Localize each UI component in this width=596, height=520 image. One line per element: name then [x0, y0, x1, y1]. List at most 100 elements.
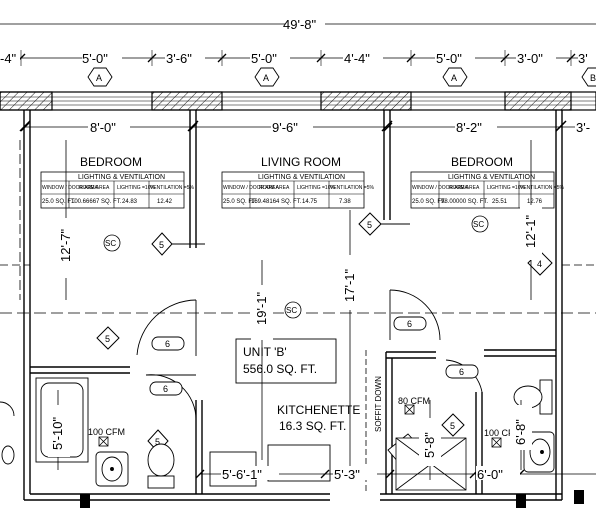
vertical-dim-6: 5'-8": [422, 432, 437, 458]
vertical-dim-4: 12'-1": [523, 214, 538, 248]
room-width-dimensions: 8'-0" 9'-6" 8'-2" 3'-: [20, 119, 596, 135]
window-tags: [87, 67, 596, 87]
lv-table-living-room: LIGHTING & VENTILATION WINDOW / DOOR ARE…: [221, 171, 375, 209]
lv-title: LIGHTING & VENTILATION: [78, 174, 165, 181]
lv-title: LIGHTING & VENTILATION: [448, 174, 535, 181]
lv-value-room: 100.66667 SQ. FT.: [71, 199, 122, 205]
lv-value-ventilation: 12.42: [157, 199, 173, 205]
exhaust-fan-icon: [404, 404, 415, 415]
lv-table-bedroom-2: LIGHTING & VENTILATION WINDOW / DOOR ARE…: [410, 171, 565, 209]
lv-header-lighting: LIGHTING =10%: [487, 185, 525, 191]
unit-name: UNIT 'B': [243, 345, 287, 359]
window-tag-4: B: [590, 73, 596, 83]
vertical-dim-2: 19'-1": [254, 291, 269, 325]
fan-label-2: 100 CFM: [484, 428, 521, 438]
fan-label-1: 100 CFM: [88, 427, 125, 437]
window-tag-1: A: [96, 73, 102, 83]
top-dim-3: 5'-0": [251, 51, 277, 66]
lv-header-window: WINDOW / DOOR AREA: [42, 185, 99, 191]
bottom-dim-2: 5'-3": [334, 467, 360, 482]
bottom-dim-3: 6'-0": [477, 467, 503, 482]
kitchenette-area: 16.3 SQ. FT.: [279, 419, 346, 433]
soffit-label: SOFFIT DOWN: [374, 376, 383, 432]
lv-header-room: ROOM AREA: [259, 185, 290, 191]
room-width-4: 3'-: [576, 120, 590, 135]
unit-label-box: UNIT 'B' 556.0 SQ. FT.: [235, 338, 337, 384]
door-tag-2: 6: [163, 384, 168, 394]
lv-value-window: 25.0 SQ. FT.: [412, 199, 446, 205]
door-tag-4: 6: [459, 367, 464, 377]
door-tags: [149, 316, 479, 396]
keynote-tag-4: 4: [537, 259, 542, 269]
vertical-dim-3: 17'-1": [342, 268, 357, 302]
lv-header-lighting: LIGHTING =10%: [297, 185, 335, 191]
top-dim-6: 3'-0": [517, 51, 543, 66]
vertical-dim-7: 6'-8": [513, 419, 528, 445]
vertical-dim-1: 12'-7": [58, 228, 73, 262]
lv-value-ventilation: 12.76: [527, 199, 543, 205]
lv-title: LIGHTING & VENTILATION: [258, 174, 345, 181]
smoke-detector-icon: SC: [284, 301, 302, 319]
wall-break-marks: [19, 120, 567, 132]
lv-header-ventilation: VENTILATION =5%: [330, 185, 375, 191]
room-width-3: 8'-2": [456, 120, 482, 135]
exhaust-fan-icon: [491, 437, 502, 448]
lv-header-window: WINDOW / DOOR AREA: [223, 185, 280, 191]
lv-value-window: 25.0 SQ. FT.: [223, 199, 257, 205]
keynote-tag-1: 5: [159, 240, 164, 250]
room-label-living-room: LIVING ROOM: [261, 155, 341, 169]
lv-table-bedroom-1: LIGHTING & VENTILATION WINDOW / DOOR ARE…: [40, 171, 195, 209]
lv-header-ventilation: VENTILATION =5%: [150, 185, 195, 191]
room-label-kitchenette: KITCHENETTE: [277, 403, 360, 417]
unit-area: 556.0 SQ. FT.: [243, 362, 317, 376]
window-hatched-walls: [0, 91, 572, 111]
lv-header-lighting: LIGHTING =10%: [117, 185, 155, 191]
exterior-top-wall: [0, 91, 596, 111]
top-dimension-row: -4" 5'-0" 3'-6" 5'-0" 4'-4" 5'-0" 3'-0" …: [0, 50, 596, 66]
keynote-tag-2: 5: [105, 334, 110, 344]
lv-value-room: 98.00000 SQ. FT.: [441, 199, 488, 205]
smoke-detector-label: SC: [286, 306, 297, 315]
keynote-tag-6: 5: [450, 421, 455, 431]
door-tag-3: 6: [407, 319, 412, 329]
top-dim-5: 5'-0": [436, 51, 462, 66]
lv-value-lighting: 25.51: [492, 199, 508, 205]
sink-icon: [95, 451, 129, 487]
keynote-tag-5: 5: [155, 437, 160, 447]
lv-value-lighting: 24.83: [122, 199, 138, 205]
overall-dimension-text: 49'-8": [283, 17, 317, 32]
exhaust-fan-icon: [98, 436, 109, 447]
window-tag-2: A: [263, 73, 269, 83]
room-label-bedroom-1: BEDROOM: [80, 155, 142, 169]
top-dim-2: 3'-6": [166, 51, 192, 66]
keynote-tags: [96, 212, 553, 453]
lv-header-room: ROOM AREA: [449, 185, 480, 191]
smoke-detector-label: SC: [105, 239, 116, 248]
smoke-detector-label: SC: [473, 220, 484, 229]
lv-value-lighting: 14.75: [302, 199, 318, 205]
lv-value-window: 25.0 SQ. FT.: [42, 199, 76, 205]
bottom-dimension-row: 5'-6'-1" 5'-3" 6'-0": [195, 466, 596, 482]
top-dim-4: 4'-4": [344, 51, 370, 66]
smoke-detector-icon: SC: [471, 215, 489, 233]
room-width-2: 9'-6": [272, 120, 298, 135]
walls: [23, 110, 563, 501]
top-dim-1: 5'-0": [82, 51, 108, 66]
toilet-icon: [147, 443, 175, 489]
overall-dimension: 49'-8": [0, 17, 596, 32]
lv-header-ventilation: VENTILATION =5%: [520, 185, 565, 191]
fan-label-3: 80 CFM: [398, 396, 430, 406]
top-dim-7: 3': [578, 51, 588, 66]
lv-header-room: ROOM AREA: [79, 185, 110, 191]
keynote-tag-3: 5: [367, 220, 372, 230]
lv-value-room: 169.48164 SQ. FT.: [251, 199, 302, 205]
room-label-bedroom-2: BEDROOM: [451, 155, 513, 169]
lv-value-ventilation: 7.38: [339, 199, 351, 205]
door-tag-1: 6: [165, 339, 170, 349]
bottom-dim-1: 5'-6'-1": [222, 467, 262, 482]
window-tag-3: A: [451, 73, 457, 83]
vertical-dim-5: 5'-10": [50, 416, 65, 450]
smoke-detector-icon: SC: [103, 234, 121, 252]
partial-door-left: [0, 401, 15, 465]
